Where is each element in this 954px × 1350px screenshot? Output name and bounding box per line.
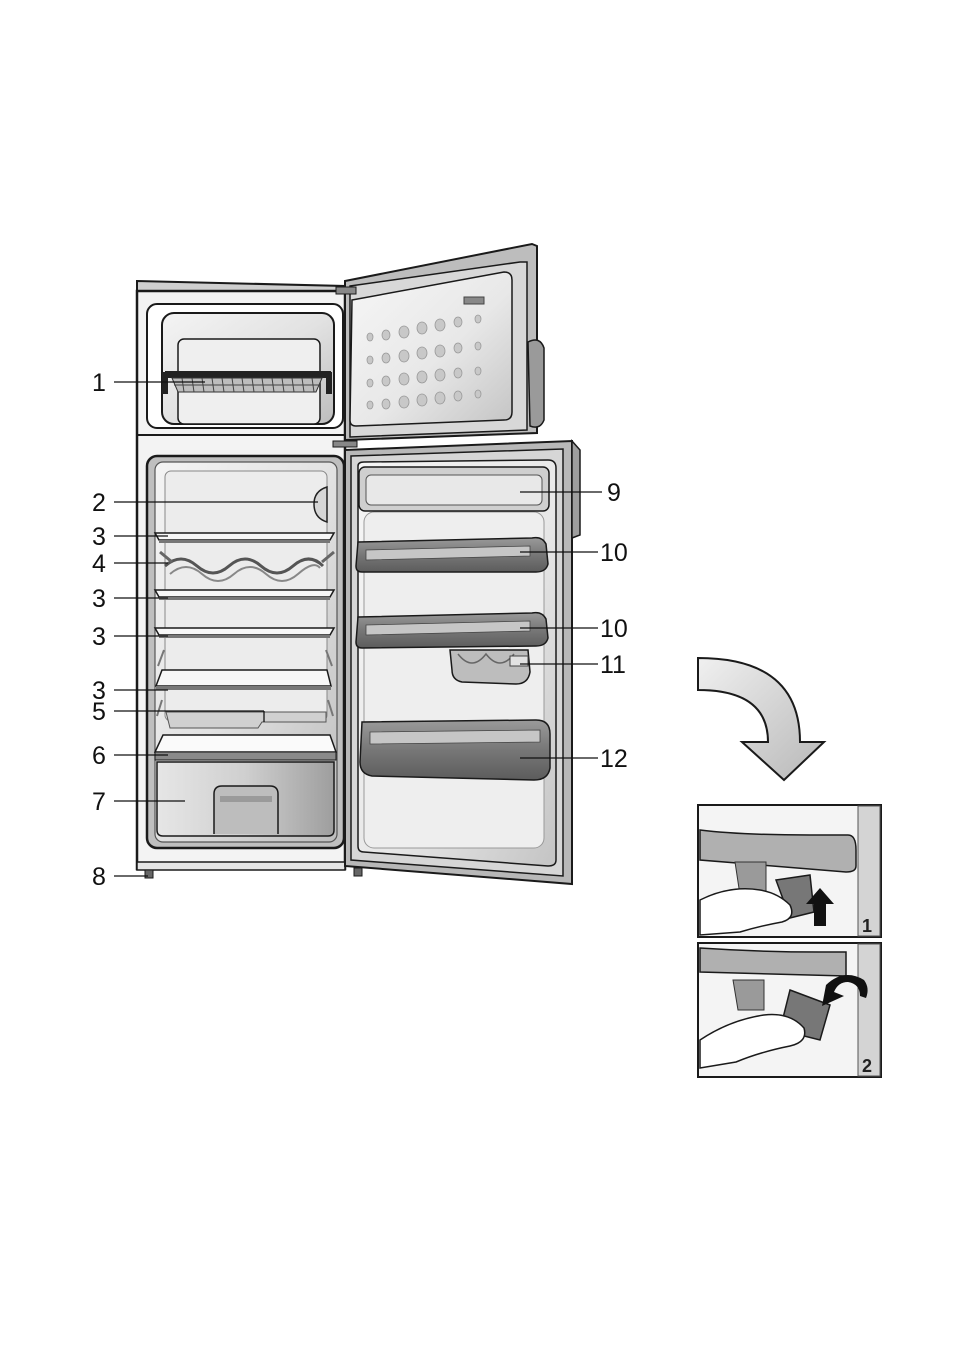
step-number-2: 2 [862,1056,872,1076]
callout-8: 8 [92,863,106,891]
freezer-door [333,244,544,447]
callout-6: 6 [92,742,106,770]
step-panel-1: 1 [698,805,881,937]
callout-1: 1 [92,369,106,397]
fresh-food-compartment [147,456,344,848]
door-shelf [356,613,548,648]
glass-shelf [155,628,334,638]
fridge-door [345,441,580,884]
glass-shelf [155,533,334,543]
callout-3: 3 [92,523,106,551]
door-shelf [356,538,548,572]
callout-3: 3 [92,585,106,613]
crisper-cover [155,735,336,760]
crisper-drawer [157,762,334,836]
callout-3: 3 [92,623,106,651]
dairy-compartment [359,467,549,511]
callout-10: 10 [600,615,628,643]
glass-shelf [155,590,334,600]
callout-7: 7 [92,788,106,816]
glass-shelf [156,670,331,690]
bottle-shelf [360,720,550,780]
callout-10: 10 [600,539,628,567]
callout-9: 9 [607,479,621,507]
curved-arrow-icon [698,658,824,780]
callout-2: 2 [92,489,106,517]
egg-holder [450,650,530,684]
callout-5: 5 [92,698,106,726]
callout-11: 11 [600,651,626,679]
step-number-1: 1 [862,916,872,936]
freezer-compartment [147,304,343,428]
freezer-door-handle [528,340,544,427]
callout-4: 4 [92,550,106,578]
callout-12: 12 [600,745,628,773]
cabinet [137,281,362,878]
step-panel-2: 2 [698,943,881,1077]
